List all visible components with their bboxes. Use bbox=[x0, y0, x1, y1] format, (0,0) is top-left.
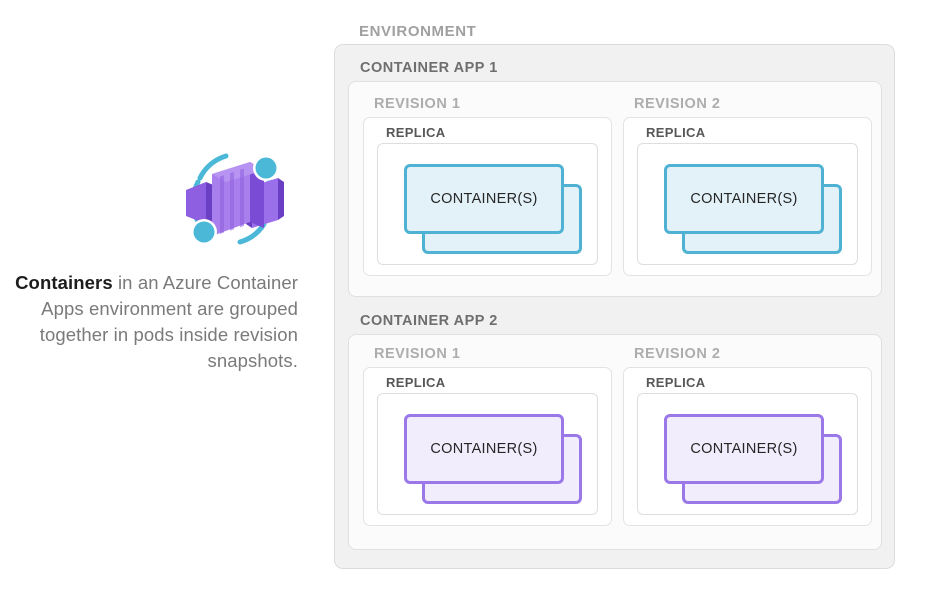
app2-revision-1-label: REVISION 1 bbox=[374, 346, 461, 362]
caption-rest: in an Azure Container Apps environment a… bbox=[39, 272, 298, 371]
app1-revision-2-label: REVISION 2 bbox=[634, 96, 721, 112]
container-card-front: CONTAINER(S) bbox=[664, 164, 824, 234]
container-card-label: CONTAINER(S) bbox=[690, 191, 798, 207]
app2-revision-2-container-stack: CONTAINER(S) bbox=[664, 414, 842, 504]
container-card-front: CONTAINER(S) bbox=[404, 164, 564, 234]
azure-container-apps-logo bbox=[178, 146, 290, 254]
app1-revision-2-replica-label: REPLICA bbox=[646, 125, 706, 140]
app1-revision-1-replica-label: REPLICA bbox=[386, 125, 446, 140]
app2-revision-2-replica-label: REPLICA bbox=[646, 375, 706, 390]
environment-label: ENVIRONMENT bbox=[359, 23, 477, 40]
app1-revision-1-container-stack: CONTAINER(S) bbox=[404, 164, 582, 254]
app1-revision-1-label: REVISION 1 bbox=[374, 96, 461, 112]
container-card-label: CONTAINER(S) bbox=[430, 441, 538, 457]
container-app-1-label: CONTAINER APP 1 bbox=[360, 60, 498, 76]
container-card-label: CONTAINER(S) bbox=[690, 441, 798, 457]
app2-revision-2-label: REVISION 2 bbox=[634, 346, 721, 362]
left-panel: Containers in an Azure Container Apps en… bbox=[0, 0, 320, 593]
app1-revision-2-container-stack: CONTAINER(S) bbox=[664, 164, 842, 254]
app2-revision-1-container-stack: CONTAINER(S) bbox=[404, 414, 582, 504]
container-card-front: CONTAINER(S) bbox=[404, 414, 564, 484]
app2-revision-1-replica-label: REPLICA bbox=[386, 375, 446, 390]
container-card-label: CONTAINER(S) bbox=[430, 191, 538, 207]
caption-bold-word: Containers bbox=[15, 272, 113, 293]
diagram-caption: Containers in an Azure Container Apps en… bbox=[8, 270, 298, 374]
container-card-front: CONTAINER(S) bbox=[664, 414, 824, 484]
container-app-2-label: CONTAINER APP 2 bbox=[360, 313, 498, 329]
